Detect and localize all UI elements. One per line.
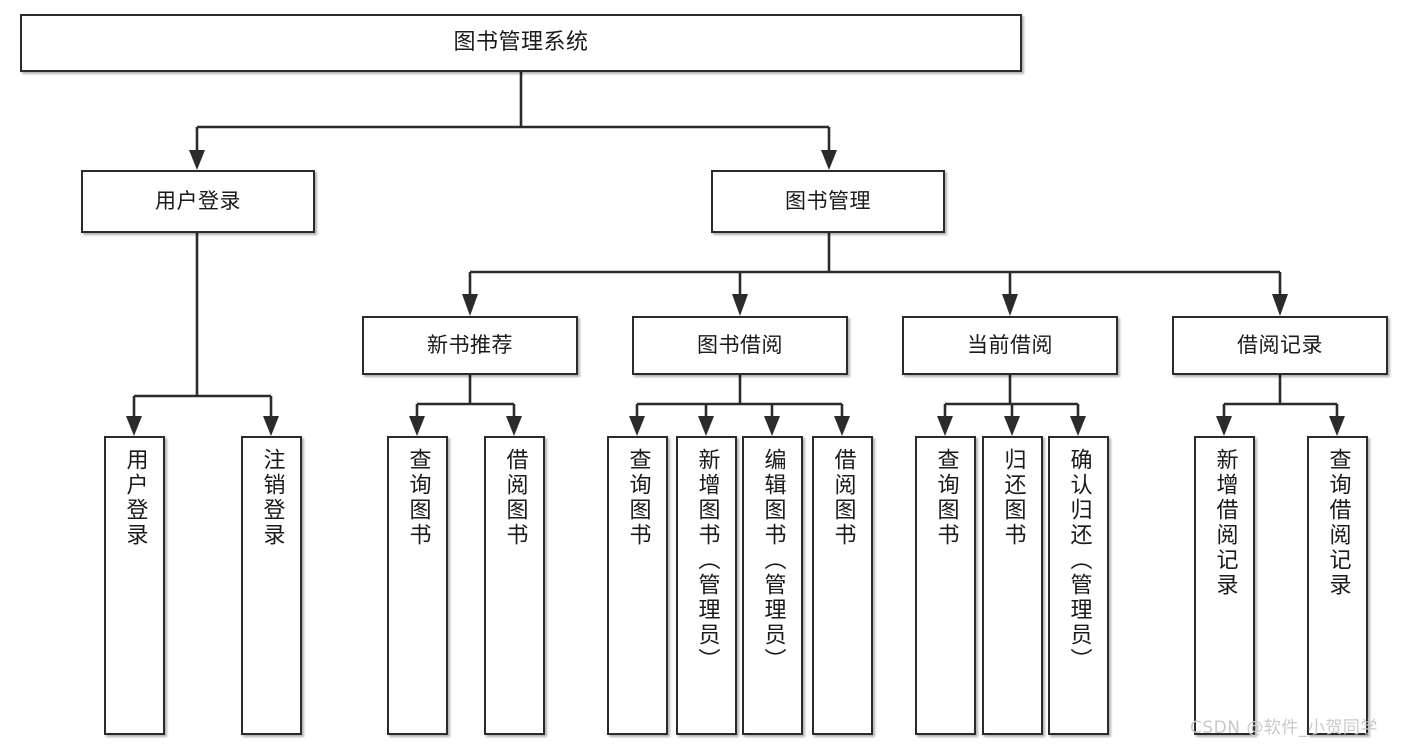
node-book-manage-label: 图书管理 [785, 189, 871, 214]
node-new-book-recommend-label: 新书推荐 [427, 333, 513, 358]
node-leaf-user-login[interactable]: 用户登录 [104, 436, 165, 735]
node-leaf-return-book[interactable]: 归还图书 [982, 436, 1043, 735]
node-root[interactable]: 图书管理系统 [20, 14, 1022, 72]
node-leaf-confirm-return-label: 确认归还（管理员） [1066, 448, 1092, 673]
node-leaf-add-record-label: 新增借阅记录 [1212, 448, 1238, 598]
arrow-user-login [189, 150, 205, 170]
node-leaf-add-book-label: 新增图书（管理员） [694, 448, 720, 673]
node-root-label: 图书管理系统 [453, 30, 589, 56]
arrow-leaf-query-record [1329, 416, 1345, 436]
arrow-leaf-borrow-book-2 [834, 416, 850, 436]
arrow-leaf-borrow-book-1 [506, 416, 522, 436]
arrow-leaf-user-login [126, 416, 142, 436]
node-book-borrow[interactable]: 图书借阅 [632, 316, 848, 375]
arrow-current-borrow [1002, 294, 1018, 316]
node-new-book-recommend[interactable]: 新书推荐 [362, 316, 578, 375]
arrow-new-book-recommend [462, 294, 478, 316]
node-user-login[interactable]: 用户登录 [81, 170, 315, 233]
arrow-book-borrow [732, 294, 748, 316]
node-leaf-user-login-label: 用户登录 [122, 448, 148, 548]
node-leaf-query-record-label: 查询借阅记录 [1325, 448, 1351, 598]
node-leaf-borrow-book-2-label: 借阅图书 [830, 448, 856, 548]
node-book-manage[interactable]: 图书管理 [711, 170, 945, 233]
node-current-borrow-label: 当前借阅 [967, 333, 1053, 358]
node-leaf-query-record[interactable]: 查询借阅记录 [1307, 436, 1368, 735]
node-borrow-record[interactable]: 借阅记录 [1172, 316, 1388, 375]
node-leaf-borrow-book-2[interactable]: 借阅图书 [812, 436, 873, 735]
arrow-leaf-query-book-1 [409, 416, 425, 436]
node-leaf-borrow-book-1-label: 借阅图书 [502, 448, 528, 548]
node-leaf-query-book-2-label: 查询图书 [625, 448, 651, 548]
node-leaf-query-book-3-label: 查询图书 [933, 448, 959, 548]
node-user-login-label: 用户登录 [155, 189, 241, 214]
arrow-leaf-query-book-3 [937, 416, 953, 436]
node-leaf-logout-login[interactable]: 注销登录 [241, 436, 302, 735]
node-leaf-add-book[interactable]: 新增图书（管理员） [676, 436, 737, 735]
node-leaf-logout-login-label: 注销登录 [259, 448, 285, 548]
node-leaf-borrow-book-1[interactable]: 借阅图书 [484, 436, 545, 735]
node-leaf-query-book-1[interactable]: 查询图书 [387, 436, 448, 735]
node-leaf-return-book-label: 归还图书 [1000, 448, 1026, 548]
arrow-leaf-logout-login [263, 416, 279, 436]
node-leaf-query-book-3[interactable]: 查询图书 [915, 436, 976, 735]
node-leaf-edit-book-label: 编辑图书（管理员） [760, 448, 786, 673]
arrow-leaf-add-record [1216, 416, 1232, 436]
node-leaf-add-record[interactable]: 新增借阅记录 [1194, 436, 1255, 735]
node-leaf-confirm-return[interactable]: 确认归还（管理员） [1048, 436, 1109, 735]
arrow-leaf-query-book-2 [629, 416, 645, 436]
arrow-borrow-record [1272, 294, 1288, 316]
arrow-leaf-return-book [1004, 416, 1020, 436]
arrow-leaf-confirm-return [1070, 416, 1086, 436]
arrow-leaf-add-book [698, 416, 714, 436]
node-leaf-query-book-1-label: 查询图书 [405, 448, 431, 548]
node-leaf-edit-book[interactable]: 编辑图书（管理员） [742, 436, 803, 735]
node-borrow-record-label: 借阅记录 [1237, 333, 1323, 358]
node-current-borrow[interactable]: 当前借阅 [902, 316, 1118, 375]
node-book-borrow-label: 图书借阅 [697, 333, 783, 358]
node-leaf-query-book-2[interactable]: 查询图书 [607, 436, 668, 735]
arrow-book-manage [821, 150, 837, 170]
arrow-leaf-edit-book [764, 416, 780, 436]
